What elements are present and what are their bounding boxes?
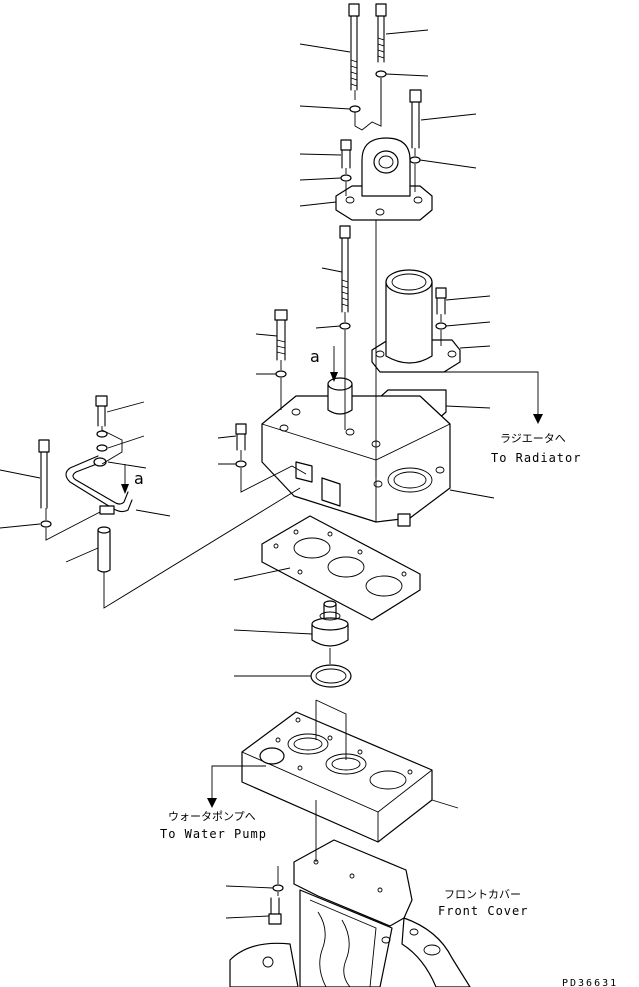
water-pump-label-jp: ウォータポンプへ [168,810,256,823]
long-bolt-right [375,3,387,63]
long-bolt-left [348,3,360,91]
bolt-pipe-upper [95,395,108,427]
washer-top-right [375,70,387,78]
seal-ring [310,664,352,688]
leader-lines [0,29,495,919]
long-bolt-pipe [38,439,50,509]
washer-long-pipe [40,520,52,528]
short-bolt-left [340,139,352,169]
washer-short-left [340,174,352,182]
drawing-code: PD36631 [562,978,618,987]
bolt-cover [268,897,282,925]
water-pump-label-en: To Water Pump [160,827,267,841]
washer-mid-right [409,156,421,164]
bolt-mid-right [409,89,422,149]
bolt-outlet [435,287,447,315]
washer-housing-left [235,460,247,468]
washer-outlet [435,322,447,330]
washer-housing [339,322,351,330]
front-cover-label-jp: フロントカバー [444,888,521,901]
washer-stud [275,370,287,378]
washer-pipe-1 [96,430,108,438]
front-cover-label-en: Front Cover [438,904,528,918]
bolt-housing-left [235,423,247,451]
radiator-label-en: To Radiator [491,451,581,465]
marker-a-upper: a [310,347,320,366]
washer-top-left [349,105,361,113]
thermostat [311,600,349,647]
stud-bolt [274,309,288,361]
lifting-bracket [335,137,433,221]
radiator-label-jp: ラジエータへ [500,432,566,445]
front-cover [229,839,471,987]
long-bolt-housing [339,225,351,313]
washer-cover [272,884,284,892]
hose-sleeve [97,526,111,573]
thermostat-case [241,711,433,843]
water-outlet-elbow [371,269,461,373]
marker-a-left: a [134,469,144,488]
thermostat-housing [261,377,451,527]
assembly-lines [45,78,543,896]
housing-gasket [261,515,421,621]
bypass-pipe [65,455,133,515]
washer-pipe-2 [96,444,108,452]
